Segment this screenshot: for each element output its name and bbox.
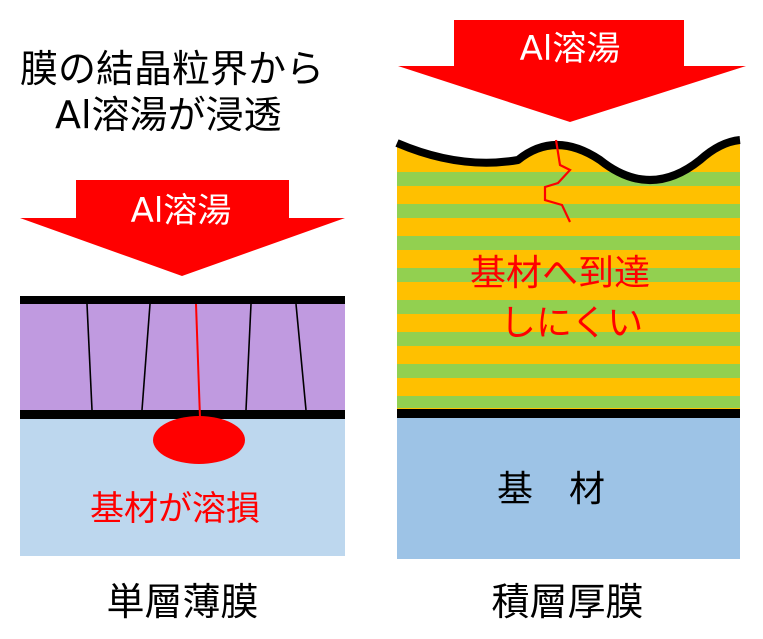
right-film-bottom-line — [397, 409, 740, 418]
right-caption: 積層厚膜 — [491, 580, 644, 624]
left-film-bottom-line — [20, 410, 345, 419]
right-film-surface-line — [395, 136, 741, 184]
left-arrow-label: Al溶湯 — [130, 191, 232, 231]
left-thin-film — [20, 303, 345, 413]
right-result-line1: 基材へ到達 — [470, 253, 651, 294]
left-result-label: 基材が溶損 — [90, 489, 260, 529]
grain-boundary-line — [245, 303, 252, 411]
left-molten-al-arrow — [20, 180, 345, 276]
right-substrate-label: 基 材 — [497, 469, 606, 510]
right-arrow-label: Al溶湯 — [519, 29, 621, 69]
right-multilayer-film — [397, 140, 740, 412]
left-note-line1: 膜の結晶粒界から — [20, 47, 325, 91]
grain-boundary-line — [141, 303, 151, 411]
grain-boundary-line — [295, 303, 307, 411]
left-film-top-line — [20, 296, 345, 304]
right-penetration-path — [543, 139, 572, 223]
left-grain-boundaries — [86, 303, 307, 411]
right-substrate — [397, 418, 740, 559]
right-result-line2: しにくい — [500, 303, 644, 344]
grain-boundary-line — [86, 303, 93, 411]
left-dissolution-spot — [153, 416, 245, 464]
right-molten-al-arrow — [398, 20, 746, 122]
left-penetration-path — [195, 303, 201, 419]
left-note-line2: Al溶湯が浸透 — [55, 93, 282, 137]
left-caption: 単層薄膜 — [106, 580, 259, 624]
